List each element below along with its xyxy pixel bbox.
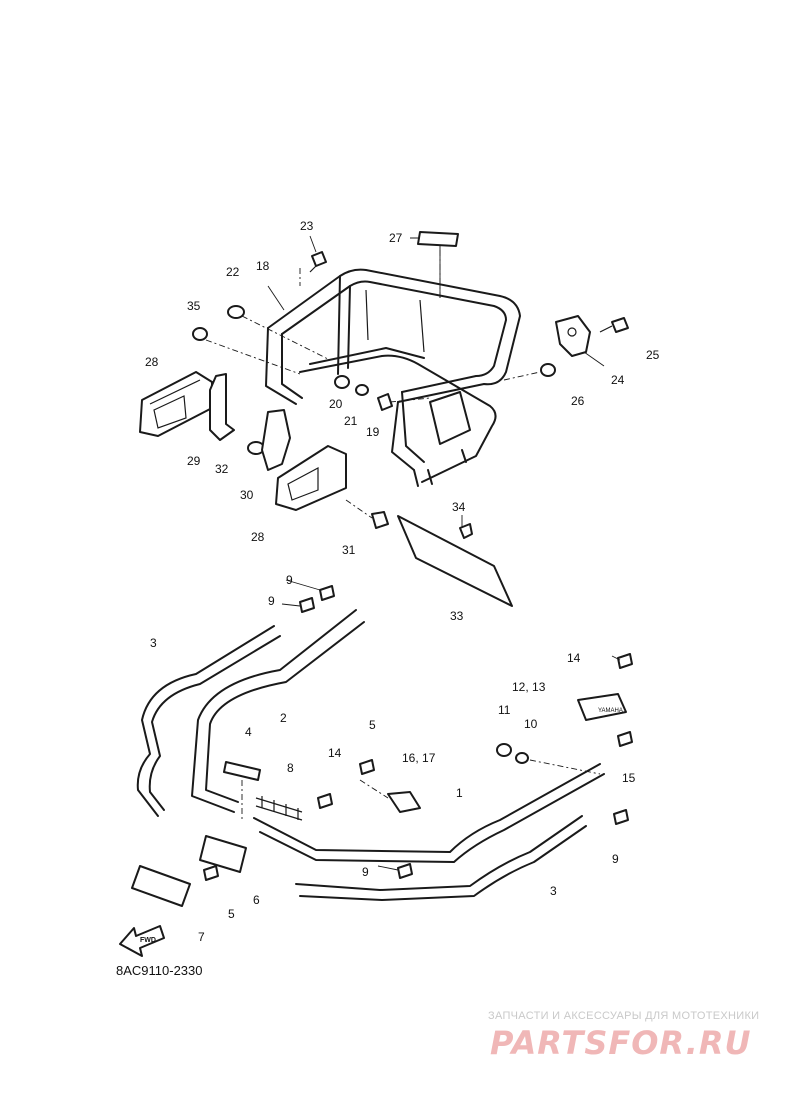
- label-27: [410, 231, 459, 298]
- footrest-28-upper: [139, 371, 213, 437]
- callout-28-upper: 28: [145, 355, 159, 369]
- drawing-code: 8AC9110-2330: [116, 963, 203, 978]
- callout-20: 20: [329, 397, 343, 411]
- plate-4: [223, 761, 261, 781]
- collar-22: [227, 305, 245, 319]
- callout-23: 23: [300, 219, 314, 233]
- bolt-23: [309, 235, 327, 273]
- rear-rack: [265, 268, 521, 487]
- callout-9-c: 9: [362, 865, 369, 879]
- callout-26: 26: [571, 394, 585, 408]
- plate-33: [397, 515, 513, 607]
- callout-5-lower: 5: [228, 907, 235, 921]
- callout-32: 32: [215, 462, 229, 476]
- callout-14-mid: 14: [328, 746, 342, 760]
- bracket-30: [261, 409, 291, 471]
- callout-35: 35: [187, 299, 201, 313]
- rivet-34: [459, 523, 473, 539]
- callout-8: 8: [287, 761, 294, 775]
- callout-25: 25: [646, 348, 660, 362]
- callout-21: 21: [344, 414, 358, 428]
- bracket-29: [209, 373, 235, 441]
- callout-33: 33: [450, 609, 464, 623]
- callout-28-lower: 28: [251, 530, 265, 544]
- callout-27: 27: [389, 231, 403, 245]
- watermark-logo: PARTSFOR.RU: [490, 1024, 752, 1062]
- callout-7: 7: [198, 930, 205, 944]
- washers-20-21-19: [334, 375, 393, 411]
- callout-19: 19: [366, 425, 380, 439]
- callout-4: 4: [245, 725, 252, 739]
- tube-12-13: YAMAHA: [577, 693, 627, 721]
- callout-3-right: 3: [550, 884, 557, 898]
- callout-9-b: 9: [268, 594, 275, 608]
- rack-bracket: [555, 315, 591, 357]
- bracket-8: [255, 796, 303, 821]
- callout-34: 34: [452, 500, 466, 514]
- bumper-3-left: [136, 625, 281, 817]
- leader-lines: [205, 250, 621, 871]
- bumper-3-right: [295, 815, 587, 901]
- nuts-10-11: [496, 743, 529, 764]
- fwd-label: FWD: [140, 937, 156, 944]
- footrest-28-lower: [275, 445, 347, 511]
- callout-2: 2: [280, 711, 287, 725]
- nut-26: [540, 363, 556, 377]
- callout-30: 30: [240, 488, 254, 502]
- tube-brand-label: YAMAHA: [598, 708, 623, 714]
- watermark-tagline: ЗАПЧАСТИ И АКСЕССУАРЫ ДЛЯ МОТОТЕХНИКИ: [488, 1010, 760, 1022]
- fwd-arrow: FWD: [119, 925, 165, 957]
- callout-15: 15: [622, 771, 636, 785]
- callout-1: 1: [456, 786, 463, 800]
- collar-35: [192, 327, 208, 341]
- callout-14-top: 14: [567, 651, 581, 665]
- grip-7: [131, 865, 191, 907]
- frame-1: [253, 763, 605, 863]
- bolt-31: [371, 511, 389, 529]
- callout-31: 31: [342, 543, 356, 557]
- callout-29: 29: [187, 454, 201, 468]
- callout-16-17: 16, 17: [402, 751, 436, 765]
- callout-10: 10: [524, 717, 538, 731]
- callout-5-upper: 5: [369, 718, 376, 732]
- callout-3-left: 3: [150, 636, 157, 650]
- callout-6: 6: [253, 893, 260, 907]
- frame-2: [191, 609, 365, 813]
- callout-9-a: 9: [286, 573, 293, 587]
- callout-18: 18: [256, 259, 270, 273]
- callout-22: 22: [226, 265, 240, 279]
- callout-12-13: 12, 13: [512, 680, 546, 694]
- bolt-25: [599, 317, 629, 333]
- mount-16-17: [387, 791, 421, 813]
- callout-9-d: 9: [612, 852, 619, 866]
- bolts-lower: [203, 585, 633, 881]
- callout-11: 11: [498, 703, 511, 717]
- callout-24: 24: [611, 373, 625, 387]
- callout-numbers: 1 2 3 3 4 5 5 6 7 8 9 9 9 9 10 11 12, 13…: [145, 219, 660, 944]
- grip-6: [199, 835, 247, 873]
